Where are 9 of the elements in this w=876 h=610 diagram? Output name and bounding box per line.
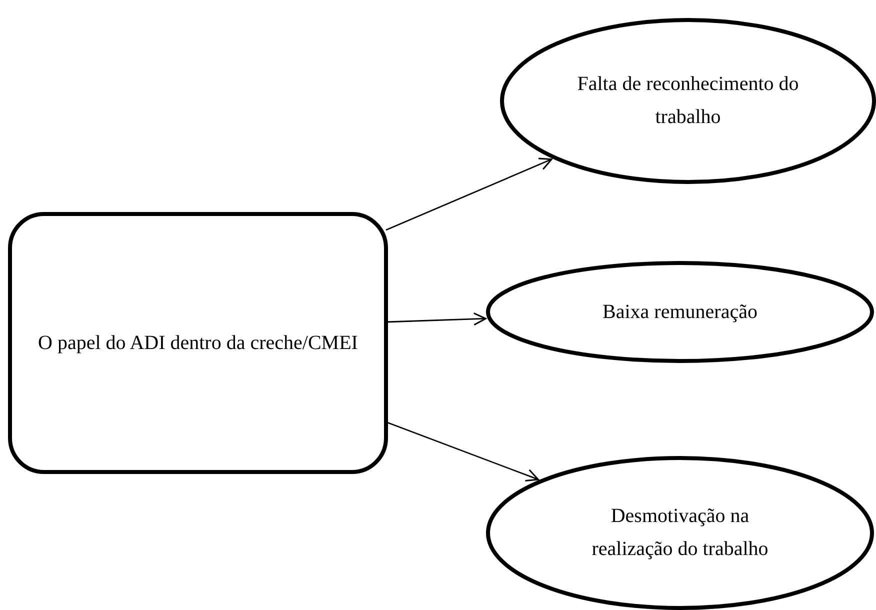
ellipse-node <box>488 458 872 608</box>
node-text: Falta de reconhecimento do trabalho <box>576 72 800 130</box>
ellipse-node <box>502 20 874 182</box>
arrow <box>386 158 552 231</box>
node-text: Baixa remuneração <box>602 300 758 324</box>
rounded-box <box>10 214 386 472</box>
ellipse-node <box>488 263 872 361</box>
node-text: Desmotivação na realização do trabalho <box>590 504 770 562</box>
node-text: O papel do ADI dentro da creche/CMEI <box>38 330 358 356</box>
